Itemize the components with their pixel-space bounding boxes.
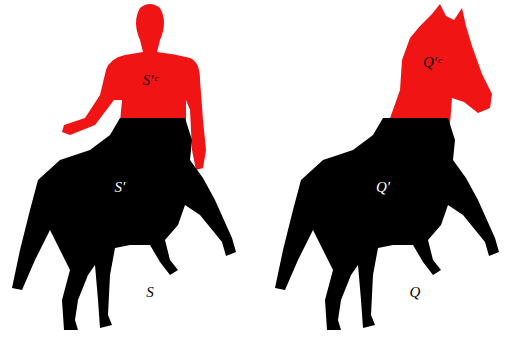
- shape-label: Q: [410, 285, 421, 300]
- horse-body-region: S′: [5, 110, 240, 335]
- region-label: S′ᶜ: [143, 73, 158, 88]
- shape-label: S: [146, 285, 154, 300]
- horse-head-region: Q′ᶜ: [380, 0, 495, 130]
- silhouette-fill: [275, 118, 499, 330]
- region-label: S′: [115, 180, 126, 195]
- silhouette-fill: [388, 4, 492, 124]
- region-label: Q′: [376, 180, 390, 195]
- silhouette-outline: [268, 110, 503, 335]
- silhouette-fill: [12, 118, 236, 330]
- silhouette-outline: [5, 110, 240, 335]
- region-label: Q′ᶜ: [423, 55, 441, 70]
- horse-body-region: Q′: [268, 110, 503, 335]
